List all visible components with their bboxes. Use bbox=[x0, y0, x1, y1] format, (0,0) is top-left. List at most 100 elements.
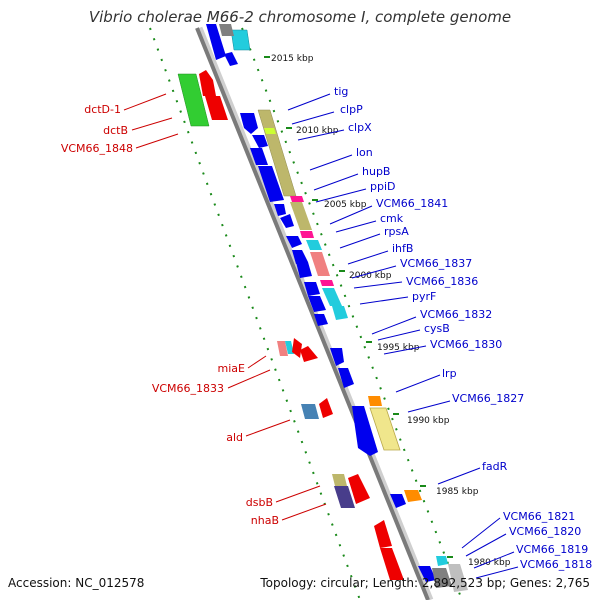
gene-fadR-orange[interactable] bbox=[404, 490, 422, 502]
gene-label-lrp[interactable]: lrp bbox=[442, 367, 457, 380]
gene-salmon-ihfB[interactable] bbox=[310, 252, 330, 276]
gene-label-VCM66_1819[interactable]: VCM66_1819 bbox=[516, 543, 588, 556]
gene-VCM66_1837[interactable] bbox=[304, 282, 320, 296]
gene-label-rpsA[interactable]: rpsA bbox=[384, 225, 409, 238]
kbp-ticks: 2015 kbp 2010 kbp 2005 kbp 2000 kbp 1995… bbox=[264, 54, 511, 568]
gene-label-dsbB[interactable]: dsbB bbox=[246, 496, 273, 509]
gene-lime-band[interactable] bbox=[264, 128, 276, 134]
leader-clpP bbox=[291, 111, 335, 125]
gene-cysB[interactable] bbox=[332, 306, 348, 320]
gene-label-VCM66_1820[interactable]: VCM66_1820 bbox=[509, 525, 581, 538]
gene-VCM66_1827-yellow[interactable] bbox=[369, 407, 401, 451]
leader-VCM66_1841 bbox=[329, 205, 373, 225]
gene-label-nhaB[interactable]: nhaB bbox=[251, 514, 279, 527]
gene-VCM66_1836[interactable] bbox=[322, 288, 342, 306]
leader-VCM66_1818 bbox=[475, 566, 519, 579]
gene-label-miaE[interactable]: miaE bbox=[218, 362, 246, 375]
gene-pink-band-1[interactable] bbox=[290, 196, 304, 202]
gene-pink-band-2[interactable] bbox=[300, 231, 314, 238]
gene-label-VCM66_1837[interactable]: VCM66_1837 bbox=[400, 257, 472, 270]
gene-VCM66_1818[interactable] bbox=[448, 564, 468, 592]
gene-miaE-cyan[interactable] bbox=[285, 341, 294, 354]
gene-label-VCM66_1832[interactable]: VCM66_1832 bbox=[420, 308, 492, 321]
gene-orange-1[interactable] bbox=[368, 396, 382, 406]
gene-pink-band-3[interactable] bbox=[320, 280, 334, 286]
gene-tig[interactable] bbox=[240, 113, 258, 134]
gene-lrp[interactable] bbox=[338, 368, 354, 388]
gene-label-lon[interactable]: lon bbox=[356, 146, 373, 159]
gene-label-VCM66_1836[interactable]: VCM66_1836 bbox=[406, 275, 478, 288]
gene-VCM66_1819[interactable] bbox=[432, 568, 452, 588]
gene-miaE-salmon[interactable] bbox=[277, 341, 288, 356]
gene-clpX[interactable] bbox=[250, 148, 268, 165]
gene-top-blue-2[interactable] bbox=[224, 52, 238, 66]
kbp-tick-label: 2010 kbp bbox=[296, 126, 339, 136]
gene-ppiD[interactable] bbox=[274, 204, 286, 216]
gene-VCM66_1841[interactable] bbox=[280, 214, 294, 228]
gene-dsbB[interactable] bbox=[332, 474, 347, 486]
gene-label-dctD-1[interactable]: dctD-1 bbox=[84, 103, 121, 116]
gene-VCM66_1827[interactable] bbox=[352, 406, 378, 456]
gene-VCM66_1821[interactable] bbox=[436, 556, 448, 566]
gene-ald[interactable] bbox=[301, 404, 319, 419]
gene-label-cysB[interactable]: cysB bbox=[424, 322, 450, 335]
leader-rpsA bbox=[339, 233, 381, 249]
minus-leader-lines bbox=[123, 93, 327, 521]
gene-cyan-1[interactable] bbox=[306, 240, 322, 250]
gene-ihfB[interactable] bbox=[296, 262, 312, 278]
gene-label-VCM66_1833[interactable]: VCM66_1833 bbox=[152, 382, 224, 395]
gene-label-dctB[interactable]: dctB bbox=[103, 124, 128, 137]
gene-label-VCM66_1830[interactable]: VCM66_1830 bbox=[430, 338, 502, 351]
gene-dctD-1[interactable] bbox=[177, 73, 210, 127]
leader-ald bbox=[245, 419, 291, 437]
gene-rpsA[interactable] bbox=[292, 250, 308, 264]
gene-lon[interactable] bbox=[258, 166, 284, 202]
gene-label-pyrF[interactable]: pyrF bbox=[412, 290, 436, 303]
gene-label-ald[interactable]: ald bbox=[226, 431, 243, 444]
leader-cysB bbox=[377, 329, 421, 341]
gene-clpP[interactable] bbox=[252, 135, 268, 148]
gene-label-VCM66_1821[interactable]: VCM66_1821 bbox=[503, 510, 575, 523]
gene-dctB-upper[interactable] bbox=[199, 70, 216, 96]
leader-miaE bbox=[247, 355, 267, 369]
gene-label-clpX[interactable]: clpX bbox=[348, 121, 372, 134]
gene-red-lower[interactable] bbox=[374, 520, 392, 548]
backbone-line bbox=[195, 27, 430, 600]
gene-hupB[interactable] bbox=[290, 202, 312, 230]
gene-ald-red[interactable] bbox=[319, 398, 333, 418]
kbp-tick-label: 1980 kbp bbox=[468, 558, 511, 568]
gene-VCM66_1833[interactable] bbox=[292, 338, 302, 358]
gene-label-clpP[interactable]: clpP bbox=[340, 103, 363, 116]
gene-label-fadR[interactable]: fadR bbox=[482, 460, 508, 473]
kbp-tick-label: 1990 kbp bbox=[407, 416, 450, 426]
gene-dsbB-red[interactable] bbox=[348, 474, 370, 504]
gene-dctB-lower[interactable] bbox=[205, 96, 228, 120]
gene-label-VCM66_1848[interactable]: VCM66_1848 bbox=[61, 142, 133, 155]
gene-label-VCM66_1841[interactable]: VCM66_1841 bbox=[376, 197, 448, 210]
gene-label-tig[interactable]: tig bbox=[334, 85, 348, 98]
gene-label-ppiD[interactable]: ppiD bbox=[370, 180, 396, 193]
gene-pyrF[interactable] bbox=[308, 296, 326, 312]
leader-VCM66_1827 bbox=[407, 400, 451, 413]
gene-label-VCM66_1818[interactable]: VCM66_1818 bbox=[520, 558, 592, 571]
gene-VCM66_1820[interactable] bbox=[418, 566, 436, 582]
leader-dctB bbox=[131, 117, 173, 131]
gene-nhaB[interactable] bbox=[334, 486, 355, 508]
gene-fadR[interactable] bbox=[390, 494, 406, 508]
gene-label-ihfB[interactable]: ihfB bbox=[392, 242, 413, 255]
gene-VCM66_1832[interactable] bbox=[314, 314, 328, 326]
gene-top-cyan[interactable] bbox=[230, 29, 251, 51]
gene-cmk[interactable] bbox=[286, 236, 302, 248]
gene-label-VCM66_1827[interactable]: VCM66_1827 bbox=[452, 392, 524, 405]
plus-labels: tig clpP clpX lon hupB ppiD VCM66_1841 c… bbox=[334, 85, 592, 571]
gene-label-cmk[interactable]: cmk bbox=[380, 212, 404, 225]
gene-VCM66_1830[interactable] bbox=[330, 348, 344, 366]
gene-label-hupB[interactable]: hupB bbox=[362, 165, 390, 178]
gene-red-bottom[interactable] bbox=[380, 548, 404, 580]
gene-top-blue-1[interactable] bbox=[206, 24, 226, 60]
leader-pyrF bbox=[359, 296, 409, 305]
leader-ppiD bbox=[315, 188, 367, 203]
gene-top-grey[interactable] bbox=[219, 24, 234, 36]
topology-text: Topology: circular; Length: 2,892,523 bp… bbox=[260, 576, 590, 590]
gene-miaE-red[interactable] bbox=[300, 346, 318, 362]
